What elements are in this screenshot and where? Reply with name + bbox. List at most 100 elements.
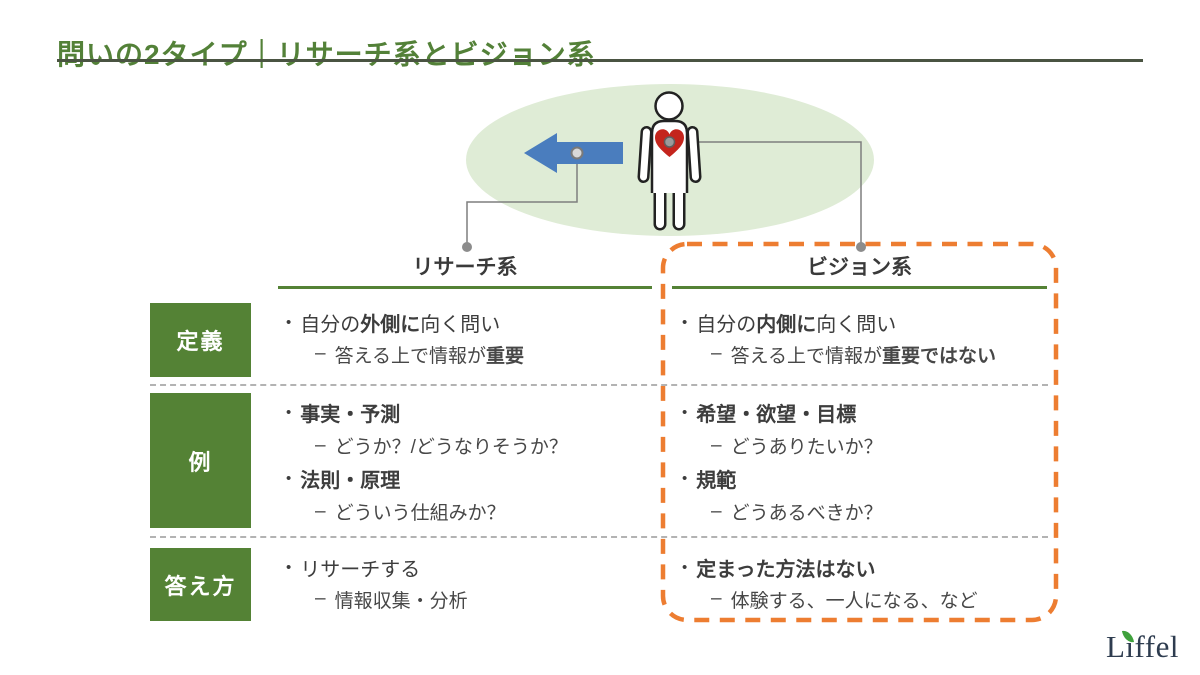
line-text: 答える上で情報が重要: [335, 341, 524, 368]
connector-dot: [663, 136, 676, 148]
dash-icon: –: [315, 588, 326, 609]
connector-line-vision: [670, 141, 862, 245]
dash-icon: –: [711, 588, 722, 609]
text-segment: 自分の: [300, 313, 361, 336]
table-row: 答え方•リサーチする–情報収集・分析•定まった方法はない–体験する、一人になる、…: [150, 548, 1048, 621]
bullet-icon: •: [682, 470, 688, 487]
row-label: 例: [150, 393, 251, 528]
text-line: • リサーチする: [286, 551, 662, 583]
text-segment: どうか？/どうなりそうか？: [334, 437, 568, 458]
line-text: 自分の内側に向く問い: [696, 308, 896, 337]
cell-vision: •希望・欲望・目標–どうありたいか？•規範–どうあるべきか？: [682, 393, 1048, 528]
line-text: どうありたいか？: [731, 432, 883, 459]
text-segment: 規範: [696, 470, 737, 492]
line-text: 規範: [696, 464, 736, 493]
row-separator: [150, 384, 1048, 386]
cell-research: •リサーチする–情報収集・分析: [286, 548, 662, 621]
line-text: どうか？/どうなりそうか？: [335, 432, 568, 459]
text-segment: 外側に: [360, 313, 421, 336]
person-icon: [637, 91, 702, 231]
column-header-research: リサーチ系: [412, 256, 518, 279]
text-line: –どうか？/どうなりそうか？: [315, 429, 662, 462]
dash-icon: –: [315, 500, 326, 522]
text-segment: どうありたいか？: [730, 437, 883, 458]
table-row: 例•事実・予測–どうか？/どうなりそうか？•法則・原理–どういう仕組みか？•希望…: [150, 393, 1048, 528]
page-title: 問いの2タイプ｜リサーチ系とビジョン系: [57, 38, 596, 70]
column-underline-vision: [672, 286, 1047, 289]
text-line: –どうあるべきか？: [711, 495, 1048, 528]
text-line: • 定まった方法はない: [682, 551, 1048, 583]
text-segment: 法則・原理: [300, 470, 401, 492]
text-segment: 内側に: [756, 313, 817, 336]
text-line: –答える上で情報が重要ではない: [711, 338, 1048, 370]
text-segment: 体験する、一人になる、など: [730, 590, 978, 612]
dash-icon: –: [711, 434, 722, 456]
cell-vision: •定まった方法はない–体験する、一人になる、など: [682, 548, 1048, 621]
line-text: 希望・欲望・目標: [696, 398, 856, 427]
heart-icon: [655, 129, 684, 157]
row-label: 定義: [150, 303, 251, 377]
text-segment: 定まった方法はない: [696, 558, 876, 581]
text-line: • 法則・原理: [286, 462, 662, 495]
bullet-icon: •: [286, 313, 292, 331]
text-segment: リサーチする: [300, 558, 421, 581]
line-text: 定まった方法はない: [696, 553, 875, 582]
line-text: 答える上で情報が重要ではない: [731, 341, 996, 368]
logo: Liffel: [1106, 629, 1179, 665]
bullet-icon: •: [286, 558, 292, 576]
cell-vision: •自分の内側に向く問い–答える上で情報が重要ではない: [682, 303, 1048, 377]
dash-icon: –: [315, 343, 326, 364]
cell-research: •自分の外側に向く問い–答える上で情報が重要: [286, 303, 662, 377]
text-line: –答える上で情報が重要: [315, 338, 662, 370]
text-segment: 情報収集・分析: [334, 590, 468, 612]
connector-dot: [570, 146, 584, 160]
text-segment: どうあるべきか？: [730, 503, 883, 524]
text-segment: 重要ではない: [882, 345, 997, 367]
arrow-left-icon: [524, 133, 623, 173]
column-underline-research: [278, 286, 652, 289]
line-text: 事実・予測: [300, 398, 400, 427]
row-label: 答え方: [150, 548, 251, 621]
text-segment: どういう仕組みか？: [334, 503, 506, 524]
highlight-ellipse: [466, 84, 874, 236]
line-text: どういう仕組みか？: [335, 498, 506, 525]
row-separator: [150, 536, 1048, 538]
text-segment: 重要: [486, 345, 525, 367]
text-segment: 答える上で情報が: [730, 345, 883, 367]
text-segment: 希望・欲望・目標: [696, 404, 857, 426]
text-line: –情報収集・分析: [315, 583, 662, 615]
bullet-icon: •: [682, 313, 688, 331]
dash-icon: –: [711, 343, 722, 364]
dash-icon: –: [711, 500, 722, 522]
connector-line-research: [466, 153, 578, 245]
text-line: • 規範: [682, 462, 1048, 495]
line-text: 自分の外側に向く問い: [300, 308, 500, 337]
column-header-vision: ビジョン系: [807, 256, 912, 279]
line-text: リサーチする: [300, 553, 420, 582]
text-segment: 事実・予測: [300, 404, 401, 426]
text-segment: 自分の: [696, 313, 757, 336]
bullet-icon: •: [286, 404, 292, 421]
bullet-icon: •: [682, 558, 688, 576]
text-line: –どうありたいか？: [711, 429, 1048, 462]
text-segment: 向く問い: [816, 313, 897, 336]
dash-icon: –: [315, 434, 326, 456]
text-line: –どういう仕組みか？: [315, 495, 662, 528]
line-text: 法則・原理: [300, 464, 400, 493]
table-row: 定義•自分の外側に向く問い–答える上で情報が重要•自分の内側に向く問い–答える上…: [150, 303, 1048, 377]
text-line: • 事実・予測: [286, 396, 662, 429]
bullet-icon: •: [286, 470, 292, 487]
line-text: 情報収集・分析: [335, 586, 468, 613]
text-line: • 希望・欲望・目標: [682, 396, 1048, 429]
title-divider: [57, 59, 1143, 62]
logo-text: Liffel: [1106, 629, 1180, 664]
line-text: どうあるべきか？: [731, 498, 883, 525]
text-line: –体験する、一人になる、など: [711, 583, 1048, 615]
line-text: 体験する、一人になる、など: [731, 586, 978, 613]
bullet-icon: •: [682, 404, 688, 421]
cell-research: •事実・予測–どうか？/どうなりそうか？•法則・原理–どういう仕組みか？: [286, 393, 662, 528]
text-segment: 答える上で情報が: [334, 345, 487, 367]
text-line: • 自分の外側に向く問い: [286, 306, 662, 338]
text-segment: 向く問い: [420, 313, 501, 336]
